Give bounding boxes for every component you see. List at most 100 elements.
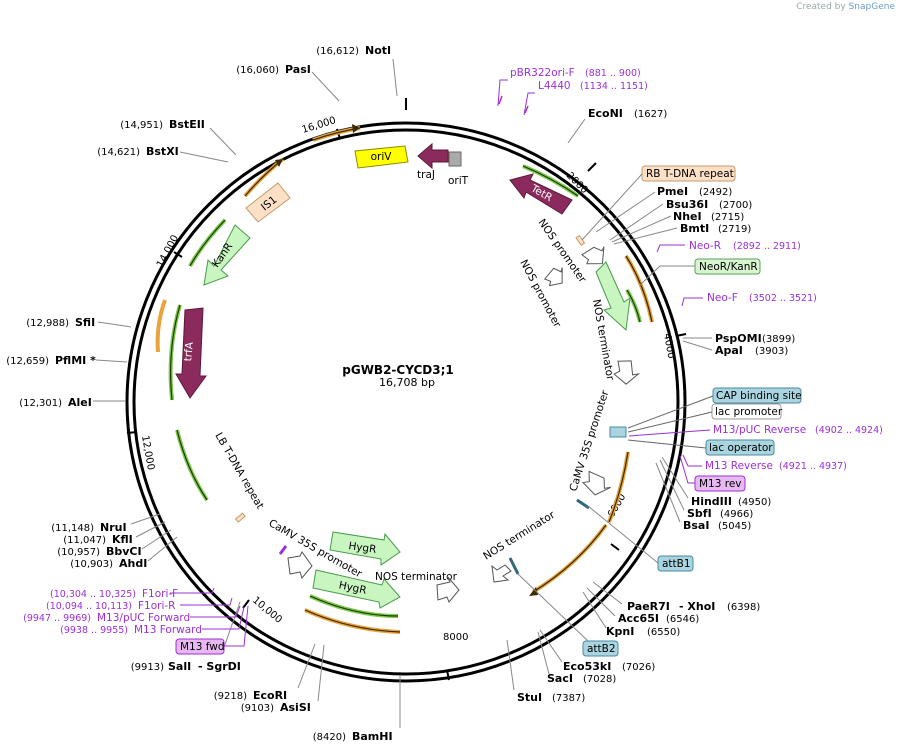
site-name-pspomi: PspOMI bbox=[715, 332, 762, 345]
site-pos-ahdi: (10,903) bbox=[70, 559, 113, 570]
leader-nhei bbox=[611, 215, 672, 243]
primer-pos-m13-reverse: (4921 .. 4937) bbox=[779, 461, 847, 472]
primer-leader-f1ori-f bbox=[170, 587, 215, 594]
primer-name-l4440: L4440 bbox=[538, 80, 571, 92]
boxed-labels: RB T-DNA repeat NeoR/KanR CAP binding si… bbox=[175, 165, 802, 657]
feature-camv-left bbox=[287, 551, 313, 580]
leader-pmei bbox=[595, 191, 656, 233]
feature-lb-repeat-label: LB T-DNA repeat bbox=[212, 431, 266, 512]
primer-pos-f1ori-r: (10,094 .. 10,113) bbox=[46, 601, 132, 612]
primer-mark-pbr322 bbox=[498, 95, 503, 105]
site-name-nhei: NheI bbox=[673, 210, 702, 223]
orf-arc-5500-core bbox=[608, 451, 629, 523]
tick-8000 bbox=[446, 669, 450, 681]
orf-arc-11500-core bbox=[176, 429, 208, 501]
primer-pos-m13puc-rev: (4902 .. 4924) bbox=[815, 425, 883, 436]
box-lac-promoter bbox=[711, 403, 782, 420]
leader-bbvci bbox=[141, 529, 172, 550]
box-attb1 bbox=[657, 555, 694, 572]
tick-6000 bbox=[610, 543, 620, 551]
site-pos-pspomi: (3899) bbox=[762, 334, 795, 345]
primer-leader-neo-r bbox=[656, 244, 685, 253]
site-pos-kpni: (6550) bbox=[647, 627, 680, 638]
feature-camv-right bbox=[581, 470, 611, 496]
primer-name-m13puc-rev: M13/pUC Reverse bbox=[713, 424, 806, 436]
feature-nos-term-right bbox=[491, 564, 512, 583]
site-pos-bsteii: (14,951) bbox=[120, 120, 163, 131]
primer-name-pbr322ori-f: pBR322ori-F bbox=[510, 67, 575, 79]
lac-feature-block bbox=[609, 426, 627, 438]
primer-name-m13-forward: M13 Forward bbox=[134, 624, 202, 636]
primer-pos-l4440: (1134 .. 1151) bbox=[580, 81, 648, 92]
orf-arc-16000-head bbox=[352, 124, 360, 133]
site-pos-nrui: (11,148) bbox=[51, 523, 94, 534]
leader-sbfi bbox=[659, 459, 685, 511]
site-pos-saci: (7028) bbox=[583, 674, 616, 685]
feature-hygr-2 bbox=[312, 569, 401, 609]
site-pos-bsai: (5045) bbox=[718, 521, 751, 532]
tick-10000 bbox=[242, 599, 250, 609]
primer-leader-m13puc-rev bbox=[628, 429, 711, 437]
primer-mark-l4440 bbox=[524, 105, 529, 114]
site-pos-bamhi: (8420) bbox=[313, 732, 346, 743]
primer-mark-left bbox=[278, 545, 288, 555]
feature-nos-term-bottom-label: NOS terminator bbox=[375, 571, 458, 583]
site-name-bmti: BmtI bbox=[680, 222, 709, 235]
feature-TetR bbox=[509, 173, 573, 215]
site-name-econi: EcoNI bbox=[588, 107, 623, 120]
orf-arc-8800 bbox=[304, 608, 401, 634]
primer-leader-l4440 bbox=[523, 92, 535, 116]
site-pos-bmti: (2719) bbox=[718, 224, 751, 235]
site-pos-bsu36i: (2700) bbox=[719, 200, 752, 211]
box-m13-fwd-leader bbox=[224, 605, 249, 647]
feature-hygr-1-label: HygR bbox=[348, 540, 377, 556]
orf-arc-trfa bbox=[168, 304, 182, 401]
site-name-ecori: EcoRI bbox=[253, 689, 287, 702]
site-pos-nhei: (2715) bbox=[711, 212, 744, 223]
orf-arc-6500 bbox=[531, 523, 608, 594]
leader-sfii bbox=[97, 321, 132, 328]
site-name-sgrdi: - SgrDI bbox=[198, 660, 241, 673]
site-pos-sali: (9913) bbox=[131, 662, 164, 673]
primer-name-f1ori-r: F1ori-R bbox=[138, 600, 175, 612]
site-pos-noti: (16,612) bbox=[316, 46, 359, 57]
tick-2000 bbox=[587, 162, 597, 172]
tick-12000 bbox=[126, 431, 138, 434]
site-name-bsu36i: Bsu36I bbox=[666, 198, 708, 211]
site-pos-apai: (3903) bbox=[755, 346, 788, 357]
site-name-asisi: AsiSI bbox=[280, 701, 311, 714]
site-pos-alei: (12,301) bbox=[19, 398, 62, 409]
site-pos-econi: (1627) bbox=[634, 109, 667, 120]
site-name-acc65i: Acc65I bbox=[618, 612, 659, 625]
site-pos-sfii: (12,988) bbox=[26, 318, 69, 329]
primer-leader-neo-f bbox=[681, 297, 703, 307]
site-pos-pflmi: (12,659) bbox=[6, 356, 49, 367]
feature-oriT bbox=[448, 151, 462, 167]
feature-oriV-label: oriV bbox=[371, 151, 393, 163]
feature-trfA bbox=[175, 307, 207, 399]
box-m13-fwd-text: M13 fwd bbox=[180, 641, 225, 653]
site-name-pasi: PasI bbox=[285, 63, 311, 76]
primer-leader-f1ori-r bbox=[180, 597, 233, 606]
leader-nrui bbox=[130, 513, 161, 525]
tick-label-14000: 14,000 bbox=[155, 233, 181, 269]
feature-traJ bbox=[417, 142, 449, 170]
box-lac-operator-leader bbox=[627, 439, 707, 449]
snapgene-credit: Created by SnapGene bbox=[796, 2, 895, 12]
site-name-sbfi: SbfI bbox=[687, 507, 712, 520]
primer-pos-neo-r: (2892 .. 2911) bbox=[733, 241, 801, 252]
leader-bsu36i bbox=[609, 203, 664, 241]
primer-labels: pBR322ori-F (881 .. 900) L4440 (1134 .. … bbox=[23, 67, 883, 636]
orf-arc-hygr-core bbox=[309, 595, 399, 617]
primer-name-f1ori-f: F1ori-F bbox=[142, 588, 178, 600]
attb2-mark bbox=[508, 557, 520, 575]
box-cap-binding-leader bbox=[627, 395, 714, 429]
box-rb-repeat-text: RB T-DNA repeat bbox=[646, 168, 734, 180]
primer-leader-m13-forward bbox=[202, 606, 245, 630]
site-name-bbvci: BbvCI bbox=[106, 545, 142, 558]
feature-nos-term-right-label: NOS terminator bbox=[481, 509, 557, 563]
orf-arc-kanr-core bbox=[189, 219, 226, 267]
tick-14000 bbox=[173, 251, 183, 258]
leader-kpni bbox=[582, 591, 607, 629]
tick-4000 bbox=[675, 333, 687, 337]
